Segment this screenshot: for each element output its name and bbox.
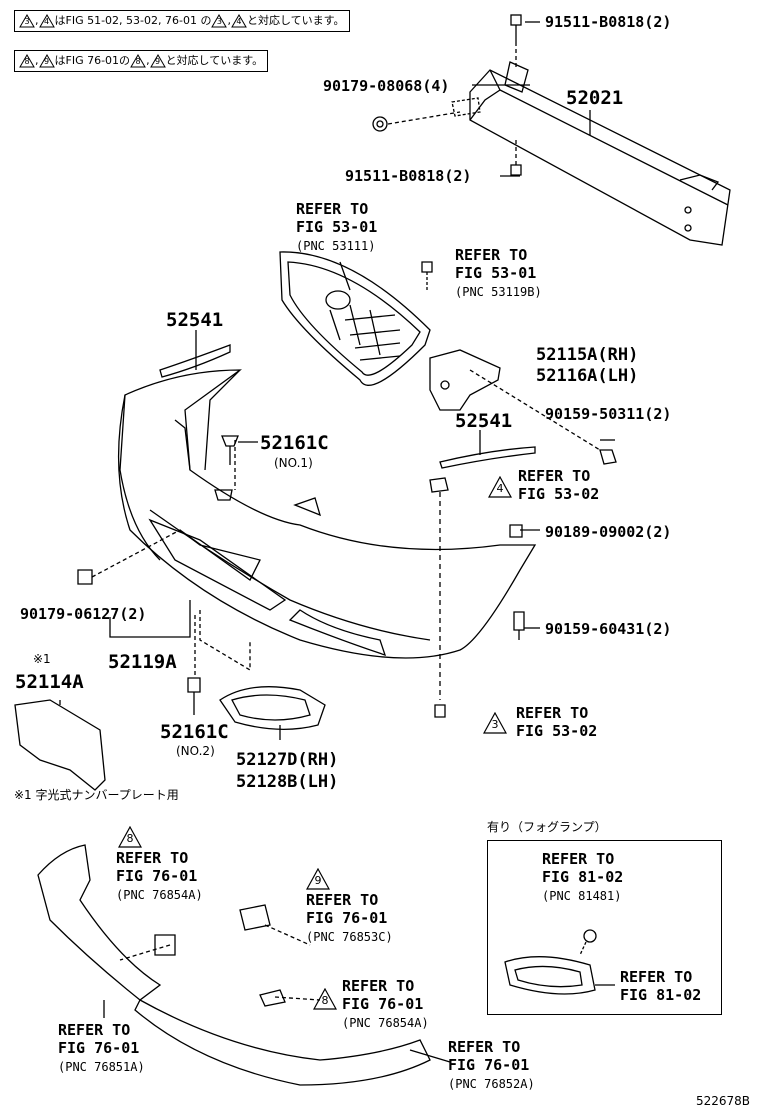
ref-fig-53-02-b: REFER TO FIG 53-02 bbox=[516, 704, 598, 740]
ref-triangle-4-icon: 4 bbox=[487, 475, 513, 498]
leader-lines bbox=[59, 21, 615, 740]
retainer-mid-drawing bbox=[439, 446, 536, 469]
part-52119a: 52119A bbox=[108, 651, 177, 673]
part-52161c-bottom: 52161C bbox=[160, 721, 229, 743]
note-tail: と対応しています。 bbox=[165, 54, 264, 67]
ref-triangle-8-icon: 8 bbox=[117, 825, 143, 848]
ref-76852a: REFER TO FIG 76-01 (PNC 76852A) bbox=[448, 1038, 535, 1091]
part-52115a: 52115A(RH) bbox=[536, 345, 639, 365]
part-52161c-top: 52161C bbox=[260, 432, 329, 454]
note-triangle-icon: 4 bbox=[38, 14, 55, 28]
part-90159-50311: 90159-50311(2) bbox=[545, 405, 672, 423]
note-text: はFIG 76-01の bbox=[54, 54, 131, 67]
part-90189-09002: 90189-09002(2) bbox=[545, 523, 672, 541]
ref-53119b: REFER TO FIG 53-01 (PNC 53119B) bbox=[455, 246, 542, 299]
part-90179-06127: 90179-06127(2) bbox=[20, 605, 147, 623]
spoiler-drawing bbox=[37, 844, 451, 1086]
part-52021: 52021 bbox=[566, 87, 624, 109]
footnote: ※1 字光式ナンバープレート用 bbox=[14, 788, 179, 802]
bolt-drawings bbox=[372, 14, 522, 176]
fog-cover-drawing bbox=[219, 686, 326, 730]
part-52114a: 52114A bbox=[15, 671, 84, 693]
mark-1: ※1 bbox=[33, 652, 51, 666]
figure-id: 522678B bbox=[696, 1094, 751, 1108]
ref-triangle-8b-icon: 8 bbox=[312, 987, 338, 1010]
grille-drawing bbox=[279, 251, 433, 386]
part-52116a: 52116A(LH) bbox=[536, 366, 639, 386]
fog-lamp-title: 有り（フォグランプ） bbox=[487, 820, 607, 834]
note-triangle-icon: 9 bbox=[149, 54, 166, 68]
bumper-cover-drawing bbox=[117, 369, 537, 659]
note-no1: (NO.1) bbox=[274, 456, 313, 470]
bumper-reinforcement-drawing bbox=[469, 61, 731, 246]
plate-bracket-drawing bbox=[14, 699, 106, 791]
note-triangle-icon: 8 bbox=[130, 54, 146, 68]
clip-drawings bbox=[77, 435, 617, 718]
ref-triangle-3-icon: 3 bbox=[482, 711, 508, 734]
part-52541-mid: 52541 bbox=[455, 410, 513, 432]
note-triangle-icon: 4 bbox=[231, 14, 247, 28]
part-52541-top: 52541 bbox=[166, 309, 224, 331]
note-triangle-icon: 8 bbox=[19, 54, 35, 68]
ref-grille: REFER TO FIG 53-01 (PNC 53111) bbox=[296, 200, 378, 253]
ref-81481: REFER TO FIG 81-02 (PNC 81481) bbox=[542, 850, 624, 903]
retainer-top-drawing bbox=[159, 344, 231, 378]
part-90159-60431: 90159-60431(2) bbox=[545, 620, 672, 638]
note-no2: (NO.2) bbox=[176, 744, 215, 758]
note-triangle-icon: 3 bbox=[19, 14, 35, 28]
part-52128b: 52128B(LH) bbox=[236, 772, 339, 792]
fog-lamp-box bbox=[487, 840, 722, 1015]
fog-lamp-drawing bbox=[504, 929, 615, 995]
side-bracket-drawing bbox=[429, 349, 601, 451]
part-91511-b0818-top: 91511-B0818(2) bbox=[545, 13, 672, 31]
note-triangle-icon: 3 bbox=[211, 14, 228, 28]
leader-52119a bbox=[109, 600, 191, 638]
note-tail: と対応しています。 bbox=[246, 14, 345, 27]
note-text: はFIG 51-02, 53-02, 76-01 の bbox=[54, 14, 212, 27]
part-90179-08068: 90179-08068(4) bbox=[323, 77, 450, 95]
ref-76851a: REFER TO FIG 76-01 (PNC 76851A) bbox=[58, 1021, 145, 1074]
ref-fig-53-02-a: REFER TO FIG 53-02 bbox=[518, 467, 600, 503]
ref-76853c: REFER TO FIG 76-01 (PNC 76853C) bbox=[306, 891, 393, 944]
ref-76854a-bottom: REFER TO FIG 76-01 (PNC 76854A) bbox=[342, 977, 429, 1030]
ref-76854a-top: REFER TO FIG 76-01 (PNC 76854A) bbox=[116, 849, 203, 902]
note-triangle-icon: 9 bbox=[38, 54, 55, 68]
ref-fig-81-02: REFER TO FIG 81-02 bbox=[620, 968, 702, 1004]
ref-triangle-9-icon: 9 bbox=[305, 867, 331, 890]
part-52127d: 52127D(RH) bbox=[236, 750, 339, 770]
part-91511-b0818-bottom: 91511-B0818(2) bbox=[345, 167, 472, 185]
